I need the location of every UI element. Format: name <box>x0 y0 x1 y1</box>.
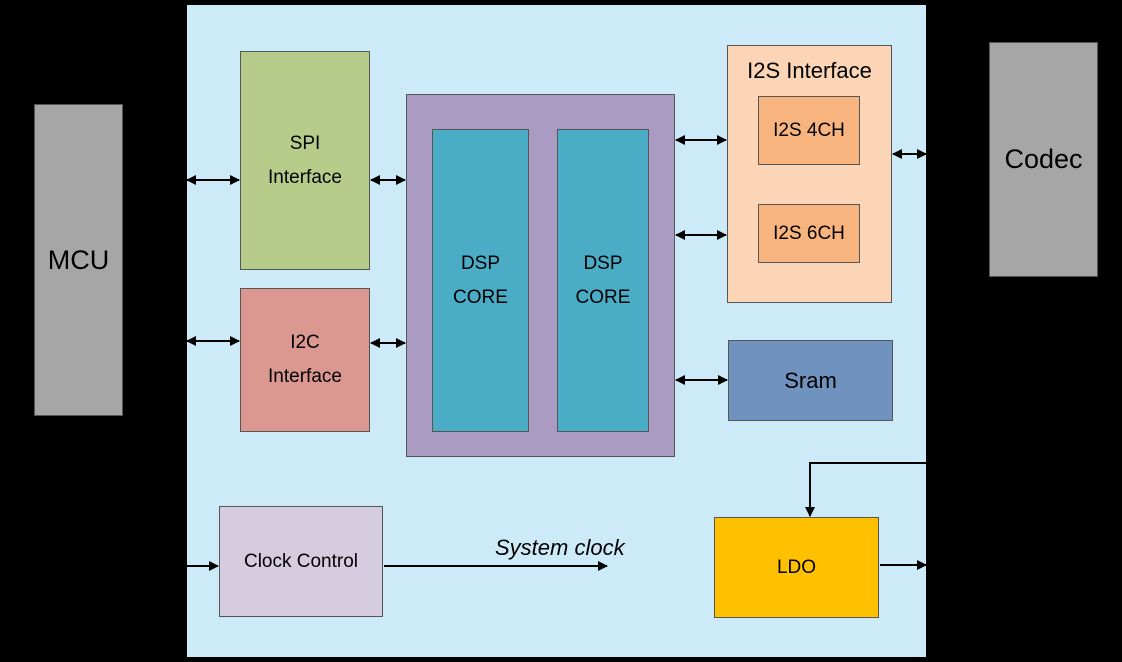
sram-label: Sram <box>784 367 837 393</box>
ldo-label: LDO <box>776 556 817 578</box>
dsp-core-1-block: DSP CORE <box>432 129 529 432</box>
spi-interface-block: SPI Interface <box>240 51 370 270</box>
i2s-6ch-block: I2S 6CH <box>758 204 860 263</box>
i2c-interface-label: I2C Interface <box>268 332 342 387</box>
spi-interface-label: SPI Interface <box>268 132 342 188</box>
i2s-4ch-label: I2S 4CH <box>773 119 845 141</box>
mcu-label: MCU <box>47 244 110 275</box>
i2s-4ch-block: I2S 4CH <box>758 96 860 165</box>
i2s-interface-block: I2S Interface <box>727 45 892 303</box>
i2s-interface-label: I2S Interface <box>747 58 872 83</box>
clock-control-label: Clock Control <box>243 550 359 572</box>
dsp-core-2-label: DSP CORE <box>575 252 631 308</box>
codec-block: Codec <box>989 42 1098 277</box>
sram-block: Sram <box>728 340 893 421</box>
ldo-block: LDO <box>714 517 879 618</box>
clock-control-block: Clock Control <box>219 506 383 617</box>
system-clock-annotation: System clock <box>495 535 625 560</box>
codec-label: Codec <box>1004 144 1083 174</box>
i2c-interface-block: I2C Interface <box>240 288 370 432</box>
dsp-core-1-label: DSP CORE <box>453 252 508 308</box>
mcu-block: MCU <box>34 104 123 416</box>
dsp-core-2-block: DSP CORE <box>557 129 649 432</box>
i2s-6ch-label: I2S 6CH <box>773 222 845 244</box>
ldo-input-arrow <box>805 462 926 517</box>
